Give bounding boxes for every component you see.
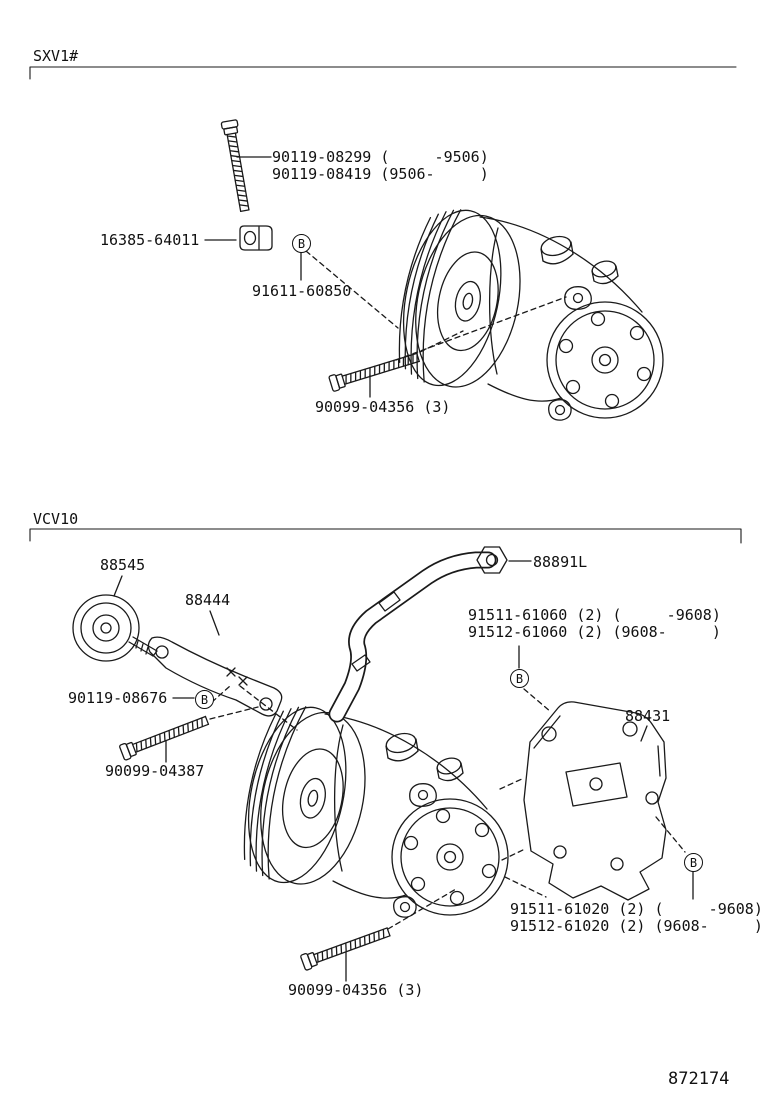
part-label: 88444 <box>185 591 231 609</box>
part-label: 90119-08299 ( -9506) <box>272 148 489 166</box>
part-label: 91611-60850 <box>252 282 352 300</box>
part-label: 91511-61020 (2) ( -9608) <box>510 900 760 918</box>
section-rules <box>29 66 742 544</box>
dashed-assembly-lines <box>209 250 686 930</box>
part-label: 88431 <box>625 707 671 725</box>
callout-b: B <box>292 234 311 253</box>
callout-b: B <box>510 669 529 688</box>
part-label: 91512-61060 (2) (9608- ) <box>468 623 721 641</box>
bolt-illustration-04387 <box>118 712 211 762</box>
mount-bracket-illustration-88431 <box>523 701 667 901</box>
cushion-block-illustration-16385 <box>239 225 273 251</box>
compressor-illustration-sxv1 <box>386 200 664 421</box>
callout-b: B <box>684 853 703 872</box>
part-label: 90119-08676 <box>68 689 168 707</box>
part-label: 90099-04356 (3) <box>315 398 451 416</box>
part-label: 16385-64011 <box>100 231 200 249</box>
part-label: 91511-61060 (2) ( -9608) <box>468 606 721 624</box>
compressor-illustration-vcv10 <box>231 697 509 918</box>
idler-pulley-illustration-88545 <box>72 594 158 662</box>
part-label: 88891L <box>533 553 588 571</box>
part-label: 90099-04356 (3) <box>288 981 424 999</box>
section-title-sxv1: SXV1# <box>33 47 79 65</box>
pipe-stay-illustration-88891L <box>328 546 508 723</box>
leader-lines <box>113 156 694 982</box>
part-label: 88545 <box>100 556 146 574</box>
part-label: 90119-08419 (9506- ) <box>272 165 489 183</box>
stay-bracket-illustration-88444 <box>147 636 283 717</box>
figure-number: 872174 <box>668 1069 730 1089</box>
part-label: 90099-04387 <box>105 762 205 780</box>
part-label: 91512-61020 (2) (9608- ) <box>510 917 760 935</box>
bolt-illustration-90119 <box>220 118 254 213</box>
callout-b: B <box>195 690 214 709</box>
section-title-vcv10: VCV10 <box>33 510 79 528</box>
